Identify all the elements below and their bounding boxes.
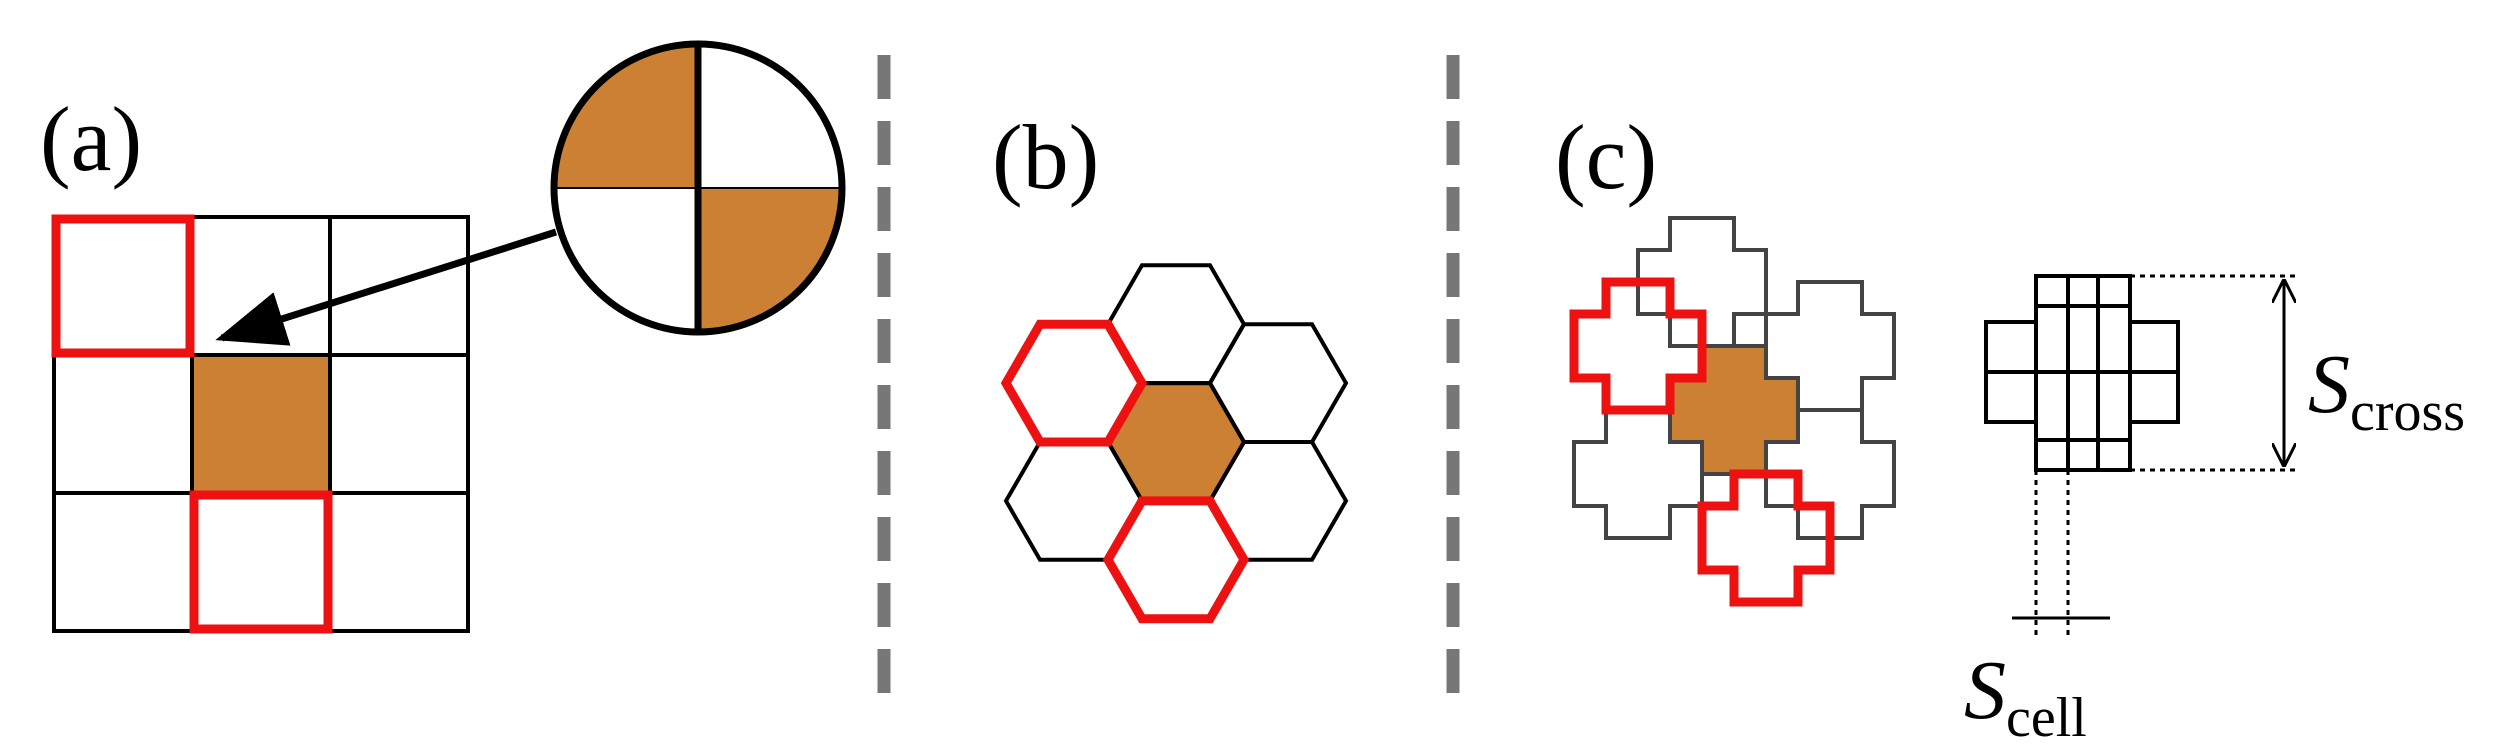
cross-cells <box>1569 216 1896 607</box>
panel-b-label: (b) <box>992 106 1099 208</box>
panel-c-label: (c) <box>1555 106 1657 208</box>
cross-cell-plain-4 <box>1572 408 1704 540</box>
s-cell-symbol: S <box>1964 644 2006 737</box>
s-cell-subscript: cell <box>2006 687 2087 747</box>
hex-cell-red-6 <box>1000 319 1148 447</box>
cross-cell-center-0 <box>1668 344 1800 476</box>
neighbor-cell-top-left <box>51 214 195 358</box>
cross-cell-red-6 <box>1569 277 1707 415</box>
s-cross-symbol: S <box>2308 338 2350 431</box>
hex-cell-red-4 <box>1102 496 1250 624</box>
cross-cell-plain-1 <box>1636 216 1768 348</box>
neighbor-cell-bottom <box>189 490 333 634</box>
s-cell-label: Scell <box>1964 644 2087 747</box>
hex-cells <box>1000 263 1349 624</box>
panel-b: (b) <box>992 106 1099 208</box>
s-cross-subscript: cross <box>2350 381 2465 443</box>
cross-cell-red-5 <box>1697 469 1835 607</box>
cross-detail: Scross Scell <box>1964 274 2465 747</box>
s-cross-label: Scross <box>2308 338 2465 443</box>
panel-a: (a) <box>40 40 846 634</box>
center-cell <box>192 355 330 493</box>
panel-a-label: (a) <box>40 88 142 190</box>
square-grid <box>51 214 470 634</box>
panel-c: (c) <box>1555 106 1657 208</box>
cross-cell-plain-3 <box>1764 408 1896 540</box>
zoom-circle <box>550 40 846 336</box>
zoom-arrow <box>215 228 558 346</box>
